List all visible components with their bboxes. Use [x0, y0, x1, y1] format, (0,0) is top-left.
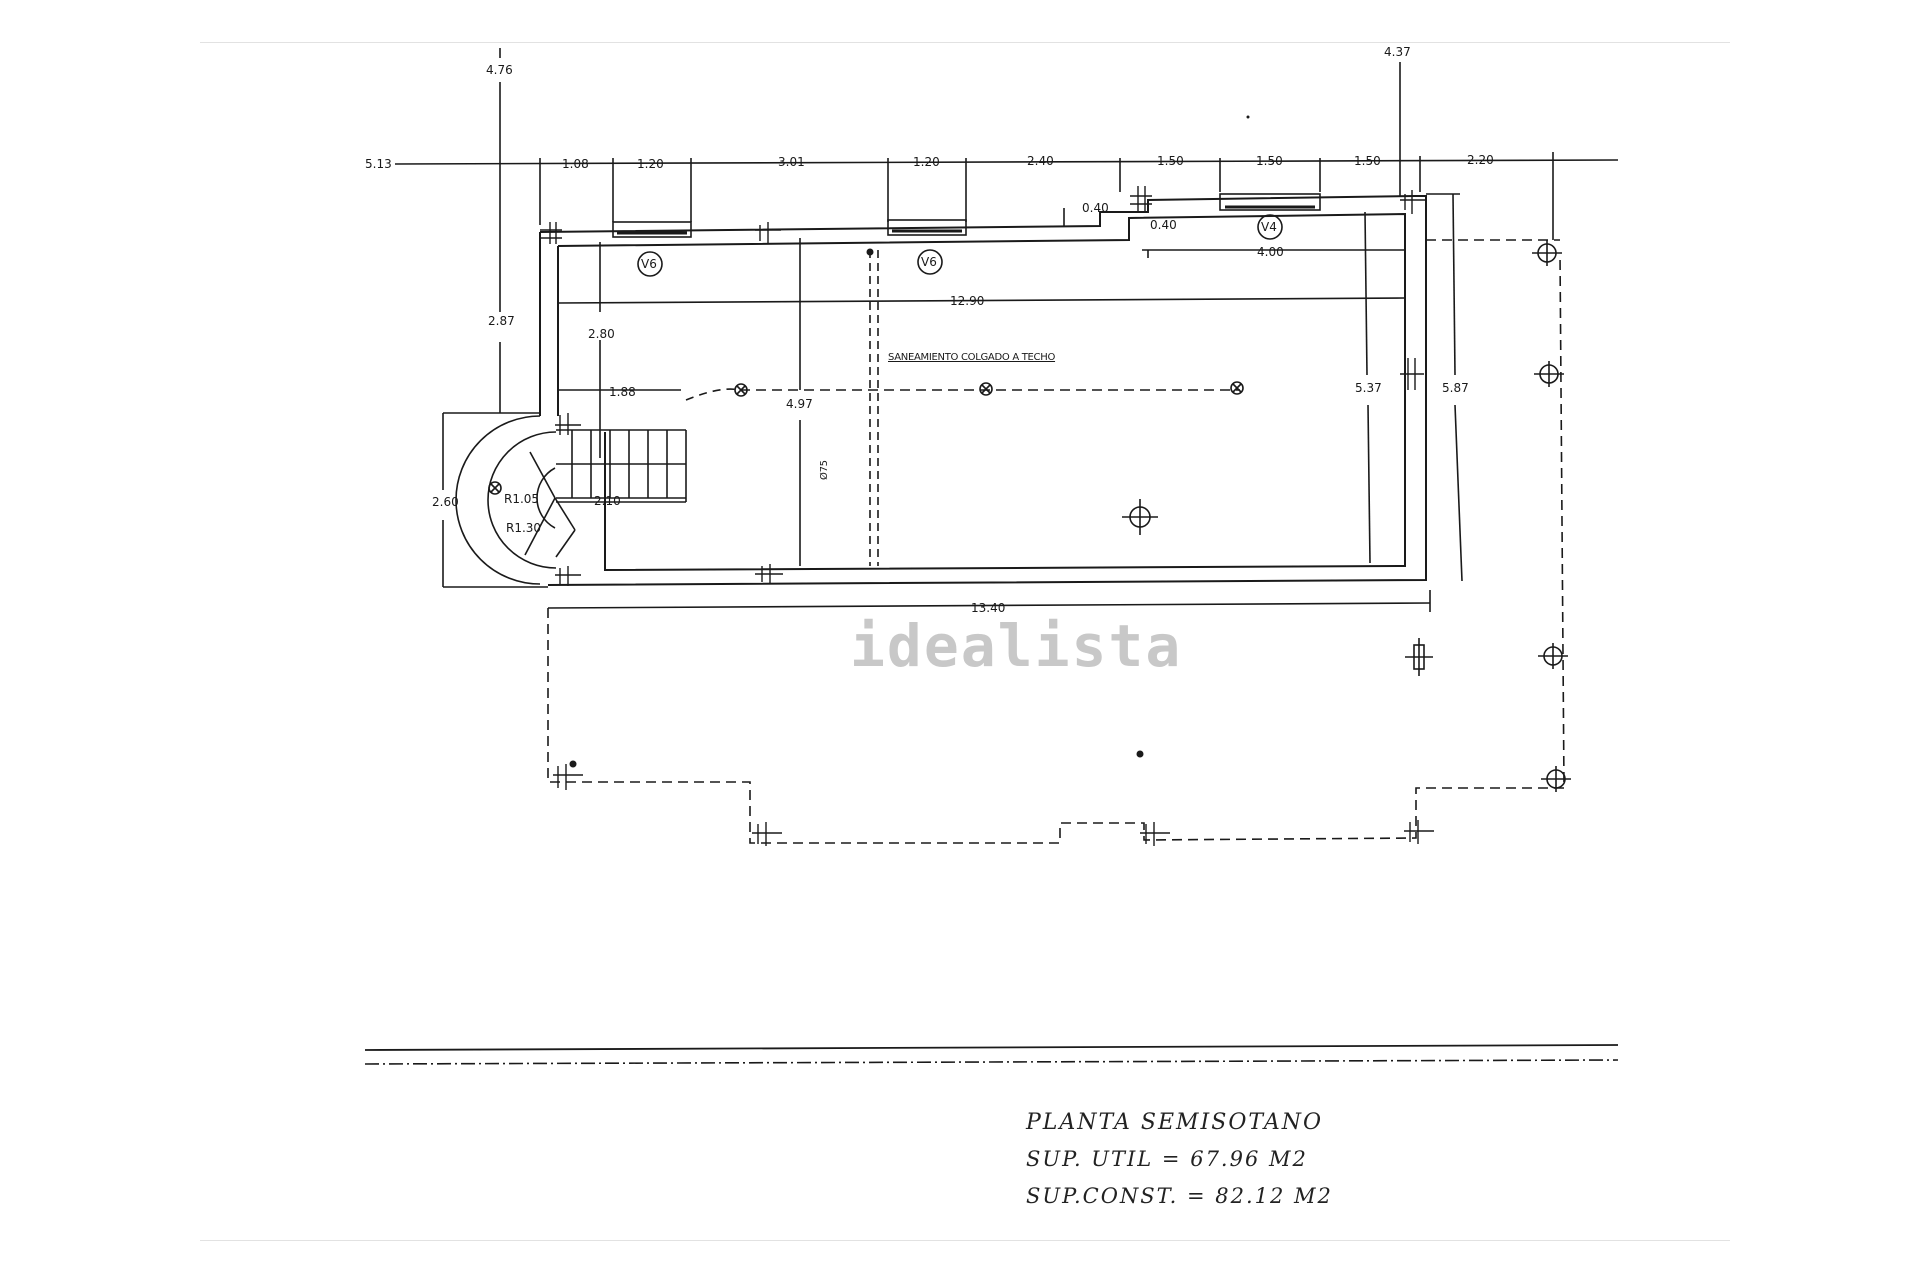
window-tag-label: V6	[641, 257, 657, 271]
top-dimension-chain	[394, 152, 1619, 240]
terrace-outline	[547, 253, 1565, 844]
light-fixture-icon	[488, 381, 1244, 495]
dim-label: 0.40	[1082, 201, 1109, 215]
dim-label: 4.00	[1257, 245, 1284, 259]
plan-title: PLANTA SEMISOTANO	[1026, 1110, 1324, 1135]
dim-label: R1.05	[504, 492, 539, 506]
dim-label: 2.40	[1027, 154, 1054, 168]
dim-label: 0.40	[1150, 218, 1177, 232]
dim-label: 5.37	[1355, 381, 1382, 395]
window-v4	[1219, 193, 1321, 211]
dim-label: 1.50	[1256, 154, 1283, 168]
dim-label: 2.60	[432, 495, 459, 509]
dim-label: 1.08	[562, 157, 589, 171]
building-outline	[539, 195, 1427, 586]
window-v6-left	[612, 221, 692, 238]
window-tag-label: V4	[1261, 220, 1277, 234]
pipe-run	[685, 388, 741, 401]
axis-line	[364, 1059, 1619, 1065]
dim-label: Ø75	[818, 460, 830, 480]
dim-label: 5.13	[365, 157, 392, 171]
window-v6-center	[887, 219, 967, 236]
dim-label: 2.10	[594, 494, 621, 508]
dim-label: 1.20	[913, 155, 940, 169]
pillar-symbol-icon	[540, 186, 1434, 846]
dim-label: 1.88	[609, 385, 636, 399]
dim-label: 4.76	[486, 63, 513, 77]
dim-label: 1.50	[1354, 154, 1381, 168]
dim-label: 4.97	[786, 397, 813, 411]
dim-label: 2.80	[588, 327, 615, 341]
spiral-staircase	[455, 415, 687, 585]
bottom-frame-rule	[200, 1240, 1730, 1241]
dim-12-90-line	[557, 297, 1405, 304]
dim-13-40-line	[547, 602, 1431, 609]
window-tag-label: V6	[921, 255, 937, 269]
dim-label: 13.40	[971, 601, 1005, 615]
idealista-watermark: idealista	[850, 612, 1183, 680]
usable-area: SUP. UTIL = 67.96 M2	[1026, 1147, 1308, 1171]
plumbing-note: SANEAMIENTO COLGADO A TECHO	[888, 352, 1055, 363]
built-area: SUP.CONST. = 82.12 M2	[1026, 1184, 1333, 1208]
dim-label: 2.87	[488, 314, 515, 328]
column-marker-icon	[1122, 240, 1571, 792]
dim-label: 3.01	[778, 155, 805, 169]
dim-label: 4.37	[1384, 45, 1411, 59]
dim-label: 1.50	[1157, 154, 1184, 168]
window-tag-circle	[637, 251, 663, 277]
dim-label: 12.90	[950, 294, 984, 308]
dim-label: 2.20	[1467, 153, 1494, 167]
top-frame-rule	[200, 42, 1730, 43]
ground-line	[364, 1044, 1619, 1051]
dim-label: 1.20	[637, 157, 664, 171]
dim-label: 5.87	[1442, 381, 1469, 395]
title-block: PLANTA SEMISOTANO SUP. UTIL = 67.96 M2 S…	[1026, 1110, 1333, 1221]
dim-label: R1.30	[506, 521, 541, 535]
